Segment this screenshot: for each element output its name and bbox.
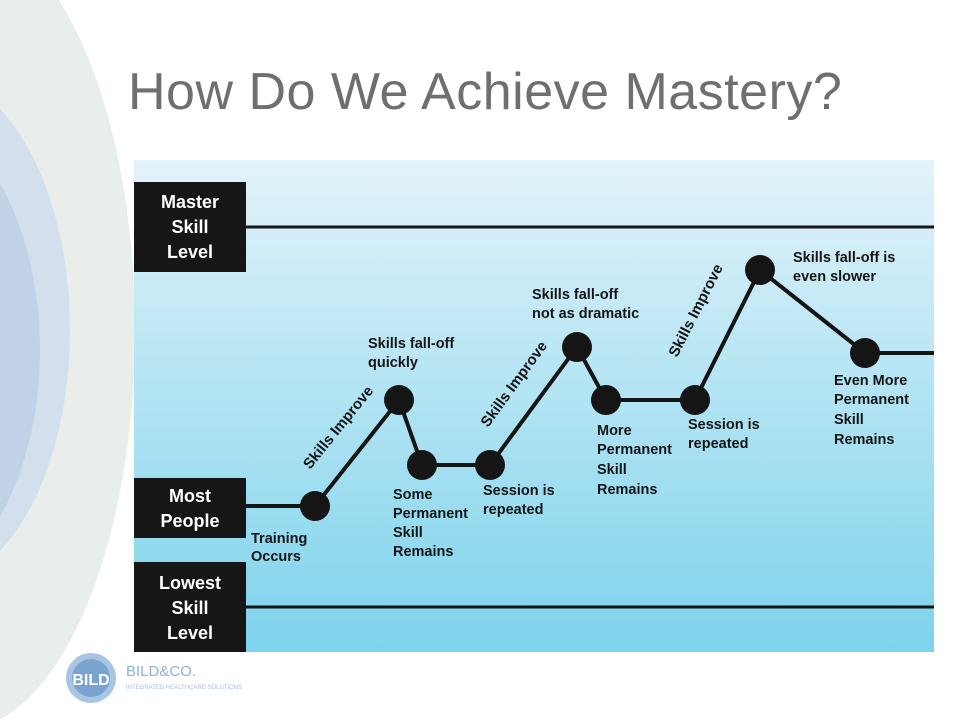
master-line-1: Master xyxy=(161,192,219,212)
svg-text:Some: Some xyxy=(393,487,433,503)
svg-text:Session is: Session is xyxy=(688,417,760,433)
node-session-2 xyxy=(680,385,710,415)
svg-text:Permanent: Permanent xyxy=(597,442,672,458)
note-training-occurs: Training Occurs xyxy=(251,531,307,565)
path-nodes xyxy=(300,255,880,521)
lowest-skill-level-label: Lowest Skill Level xyxy=(134,562,246,652)
svg-text:not as dramatic: not as dramatic xyxy=(532,306,639,322)
svg-text:even slower: even slower xyxy=(793,269,876,285)
master-skill-level-label: Master Skill Level xyxy=(134,182,246,272)
svg-text:Skills fall-off is: Skills fall-off is xyxy=(793,250,895,266)
svg-text:repeated: repeated xyxy=(483,502,543,518)
note-even-more-permanent: Even More Permanent Skill Remains xyxy=(834,373,909,448)
svg-text:Skill: Skill xyxy=(393,525,423,541)
svg-text:Occurs: Occurs xyxy=(251,549,301,565)
core-arc-decoration xyxy=(0,183,40,517)
most-line-1: Most xyxy=(169,486,211,506)
node-peak-2 xyxy=(562,332,592,362)
most-people-label: Most People xyxy=(134,478,246,538)
note-falloff-slower: Skills fall-off is even slower xyxy=(793,250,895,285)
mastery-diagram: Master Skill Level Most People Lowest Sk… xyxy=(134,160,934,652)
company-logo: BILD BILD&CO. INTEGRATED HEALTHCARE SOLU… xyxy=(66,653,242,703)
svg-text:Remains: Remains xyxy=(834,432,894,448)
node-peak-1 xyxy=(384,385,414,415)
lowest-line-2: Skill xyxy=(171,598,208,618)
note-session-repeated-2: Session is repeated xyxy=(688,417,760,452)
svg-text:Remains: Remains xyxy=(393,544,453,560)
svg-text:Session is: Session is xyxy=(483,483,555,499)
lowest-line-3: Level xyxy=(167,623,213,643)
svg-text:Permanent: Permanent xyxy=(393,506,468,522)
lowest-line-1: Lowest xyxy=(159,573,221,593)
note-some-permanent: Some Permanent Skill Remains xyxy=(393,487,468,560)
svg-text:Permanent: Permanent xyxy=(834,392,909,408)
node-session-1 xyxy=(475,450,505,480)
master-line-2: Skill xyxy=(171,217,208,237)
node-training xyxy=(300,491,330,521)
node-remain-2 xyxy=(591,385,621,415)
note-more-permanent: More Permanent Skill Remains xyxy=(597,423,672,498)
svg-text:Skills fall-off: Skills fall-off xyxy=(368,336,454,352)
svg-text:Even More: Even More xyxy=(834,373,907,389)
svg-text:Skill: Skill xyxy=(834,412,864,428)
note-falloff-not-dramatic: Skills fall-off not as dramatic xyxy=(532,287,639,322)
svg-text:Training: Training xyxy=(251,531,307,547)
svg-text:Skill: Skill xyxy=(597,462,627,478)
svg-text:Skills fall-off: Skills fall-off xyxy=(532,287,618,303)
logo-tagline: INTEGRATED HEALTHCARE SOLUTIONS xyxy=(126,685,242,691)
svg-text:quickly: quickly xyxy=(368,355,418,371)
page-title: How Do We Achieve Mastery? xyxy=(128,63,843,121)
note-session-repeated-1: Session is repeated xyxy=(483,483,555,518)
svg-text:Remains: Remains xyxy=(597,482,657,498)
svg-text:repeated: repeated xyxy=(688,436,748,452)
master-line-3: Level xyxy=(167,242,213,262)
node-peak-3 xyxy=(745,255,775,285)
most-line-2: People xyxy=(160,511,219,531)
svg-text:More: More xyxy=(597,423,632,439)
node-remain-3 xyxy=(850,338,880,368)
node-remain-1 xyxy=(407,450,437,480)
logo-name: BILD&CO. xyxy=(126,663,196,680)
logo-mark: BILD xyxy=(72,672,109,689)
note-falloff-quickly: Skills fall-off quickly xyxy=(368,336,454,371)
